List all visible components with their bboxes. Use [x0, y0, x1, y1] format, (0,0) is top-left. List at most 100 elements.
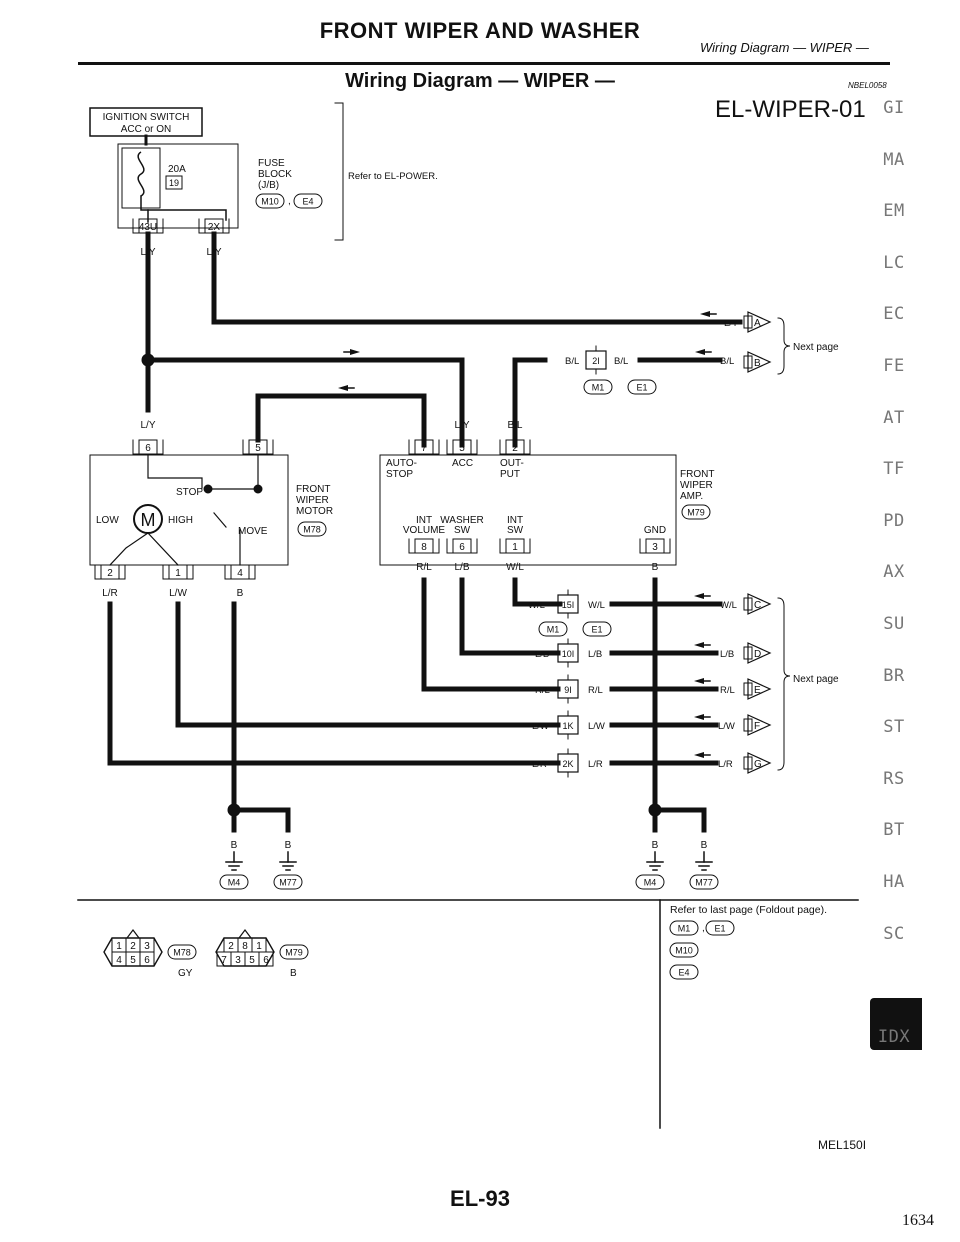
section-tab-fe[interactable]: FE: [883, 355, 905, 376]
connector-view-m78-top-pin-1: 2: [130, 941, 136, 952]
next-page-label-2: Next page: [793, 674, 839, 685]
motor-pin-6-label: 6: [145, 443, 151, 454]
motor-pin-4-label: 4: [237, 568, 243, 579]
inline-pin-15i: [557, 594, 579, 614]
section-tab-ax[interactable]: AX: [883, 562, 905, 583]
section-tab-br[interactable]: BR: [883, 665, 905, 686]
section-tab-ha[interactable]: HA: [883, 871, 905, 892]
section-tab-idx[interactable]: IDX: [877, 1026, 911, 1047]
wire-label-ly-a: L/Y: [724, 318, 739, 329]
amp-pin-6-hook-r: [470, 538, 478, 554]
amp-connector: [681, 504, 711, 520]
fuse-rating: 20A: [168, 164, 186, 175]
wire-label-bl-1: B/L: [565, 356, 579, 367]
connector-view-m79-bot-pin-1: 3: [235, 955, 241, 966]
next-conn-e-label: E: [754, 685, 761, 696]
inline-pin-10i-label: 10I: [562, 649, 575, 659]
amp-term-intsw-1: INT: [507, 515, 523, 526]
motor-pin-4-hook-l: [224, 564, 232, 580]
page-header-subtitle: Wiring Diagram — WIPER —: [700, 40, 869, 55]
next-page-bracket-1: [777, 317, 791, 375]
amp-pin-7-label: 7: [421, 443, 427, 454]
wire-label-lb-1: L/B: [535, 649, 549, 660]
wire-label-lw-1: L/W: [532, 721, 549, 732]
next-conn-g-box: [743, 756, 753, 770]
section-tab-pd[interactable]: PD: [883, 510, 905, 531]
connector-view-m79-id: [279, 944, 309, 960]
next-conn-f-label: F: [754, 721, 760, 732]
section-tab-sc[interactable]: SC: [883, 923, 905, 944]
ignition-switch-label: IGNITION SWITCH: [103, 112, 190, 123]
motor-pin-1-hook-r: [186, 564, 194, 580]
fuse-pin-2x-label: 2X: [208, 222, 221, 233]
connector-view-m78-top-pin-2: 3: [144, 941, 150, 952]
section-tab-at[interactable]: AT: [883, 407, 905, 428]
amp-pin-2-hook-r: [523, 439, 531, 455]
section-tab-ec[interactable]: EC: [883, 304, 905, 325]
motor-stop-contact-2: [253, 484, 263, 494]
wire-bl-amp: [512, 357, 548, 448]
next-conn-a-box: [743, 315, 753, 329]
connector-view-m78-id-label: M78: [173, 948, 191, 958]
active-section-tab[interactable]: [870, 998, 922, 1050]
motor-pin-1-label: 1: [175, 568, 181, 579]
motor-low-line: [109, 532, 149, 566]
amp-label-1: FRONT: [680, 469, 714, 480]
wire-label-lr-2: L/R: [588, 759, 603, 770]
section-tab-tf[interactable]: TF: [883, 459, 905, 480]
connector-view-m78-color: GY: [178, 968, 193, 979]
motor-term-high: HIGH: [168, 515, 193, 526]
fuse-number-box: [165, 175, 183, 190]
connector-view-m78-bot-pin-1: 5: [130, 955, 136, 966]
amp-term-output-1: OUT-: [500, 458, 524, 469]
wire-label-lb-3: L/B: [720, 649, 734, 660]
refer-last-comma: ,: [702, 923, 705, 934]
motor-pin-6-hook-l: [132, 439, 140, 455]
motor-term-low: LOW: [96, 515, 119, 526]
fuse-block-label-1: FUSE: [258, 158, 285, 169]
ground-conn-m77-2: [689, 874, 719, 890]
next-conn-a: [747, 311, 772, 333]
connector-view-m78-top-pin-0: 1: [116, 941, 122, 952]
amp-pin-7: [414, 439, 434, 455]
inline-conn-e1-1-label: E1: [636, 383, 647, 393]
section-tab-rs[interactable]: RS: [883, 768, 905, 789]
wire-label-lw-motor: L/W: [169, 588, 187, 599]
inline-pin-1k-label: 1K: [562, 721, 573, 731]
section-tab-ma[interactable]: MA: [883, 149, 905, 170]
section-tab-em[interactable]: EM: [883, 201, 905, 222]
section-tab-gi[interactable]: GI: [883, 98, 905, 118]
inline-pin-2k-label: 2K: [562, 759, 573, 769]
ground-conn-m4-1: [219, 874, 249, 890]
fuse-pin-2x-hook-l: [198, 218, 206, 234]
ground-conn-m4-2: [635, 874, 665, 890]
amp-pin-3-hook-l: [639, 538, 647, 554]
section-tab-su[interactable]: SU: [883, 613, 905, 634]
amp-pin-5: [452, 439, 472, 455]
section-tab-lc[interactable]: LC: [883, 252, 905, 273]
arrow-bl-b: [695, 349, 705, 355]
wire-label-l-motor: L: [255, 420, 261, 431]
section-tab-el[interactable]: EL: [883, 975, 905, 996]
wire-b-motor-2: [231, 807, 291, 833]
arrow-rl: [694, 678, 704, 684]
section-tab-st[interactable]: ST: [883, 717, 905, 738]
wire-label-ly-1: L/Y: [140, 247, 155, 258]
wire-label-bl-3: B/L: [720, 356, 734, 367]
next-conn-c-label: C: [754, 600, 761, 611]
section-tab-bt[interactable]: BT: [883, 820, 905, 841]
wire-label-ly-amp: L/Y: [454, 420, 469, 431]
amp-pin-6: [452, 538, 472, 554]
connector-view-m79-top-pin-1: 8: [242, 941, 248, 952]
connector-view-m78-bot-cell-2: [139, 951, 155, 967]
connector-view-m78-bot-pin-2: 6: [144, 955, 150, 966]
wire-label-rl-amp: R/L: [416, 562, 432, 573]
inline-pin-2i: [585, 350, 607, 370]
connector-view-m79-bot-cell-3: [258, 951, 274, 967]
arrow-lb: [694, 642, 704, 648]
fuse-block-label-2: BLOCK: [258, 169, 292, 180]
amp-pin-8-hook-l: [408, 538, 416, 554]
fuse-split: [140, 195, 227, 221]
diagram-id: EL-WIPER-01: [715, 96, 866, 123]
